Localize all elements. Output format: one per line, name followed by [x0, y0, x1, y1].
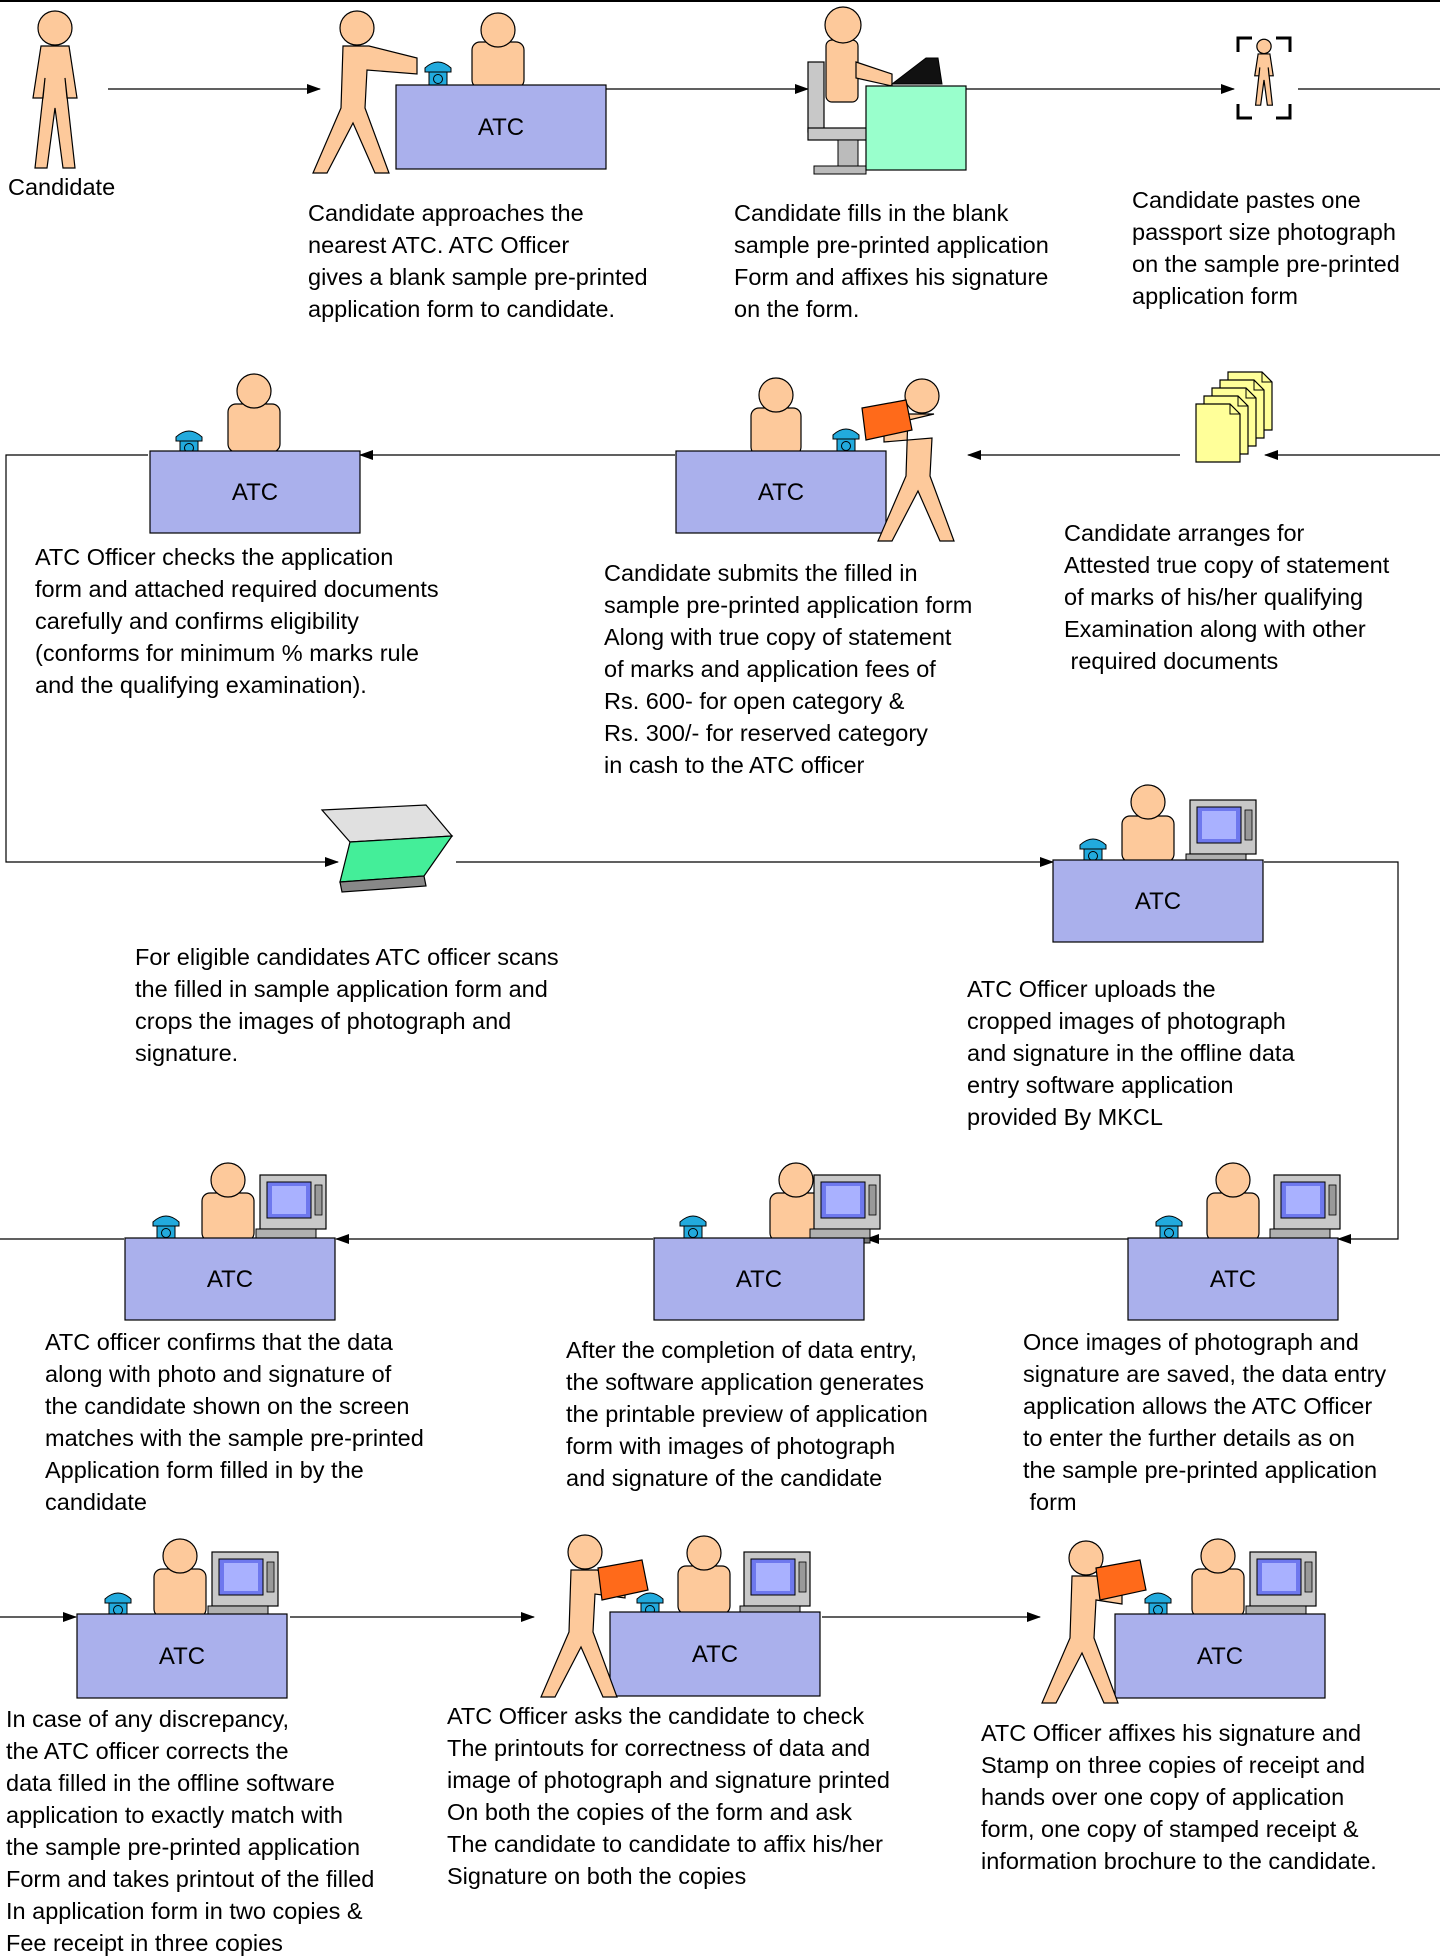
top-border — [0, 0, 1440, 2]
caption-handover: ATC Officer affixes his signature and St… — [981, 1720, 1377, 1874]
atc-desk-label: ATC — [232, 479, 278, 506]
caption-scan-form: For eligible candidates ATC officer scan… — [135, 944, 559, 1066]
caption-check-eligibility: ATC Officer checks the application form … — [35, 544, 439, 698]
caption-upload-images: ATC Officer uploads the cropped images o… — [967, 976, 1295, 1130]
connectors — [0, 84, 1440, 1622]
caption-candidate: Candidate — [8, 174, 116, 200]
atc-print-preview: ATC — [653, 1162, 881, 1321]
atc-desk-label: ATC — [736, 1266, 782, 1293]
atc-desk-label: ATC — [1210, 1266, 1256, 1293]
documents-stack-icon — [1195, 371, 1273, 463]
caption-paste-photo: Candidate pastes one passport size photo… — [1132, 187, 1400, 309]
atc-desk-label: ATC — [1135, 888, 1181, 915]
candidate-checks-printouts: ATC — [540, 1534, 821, 1698]
caption-correct-and-print: In case of any discrepancy, the ATC offi… — [6, 1706, 375, 1956]
caption-confirm-data: ATC officer confirms that the data along… — [45, 1329, 424, 1515]
caption-print-preview: After the completion of data entry, the … — [566, 1337, 928, 1491]
atc-desk-label: ATC — [1197, 1643, 1243, 1670]
atc-officer-confirms: ATC — [124, 1162, 336, 1321]
atc-officer-uploads: ATC — [1052, 784, 1264, 943]
passport-photo-icon — [1236, 36, 1292, 120]
atc-officer-receives-candidate: ATC — [312, 10, 607, 174]
atc-desk-label: ATC — [207, 1266, 253, 1293]
atc-officer-corrects: ATC — [76, 1538, 288, 1699]
atc-desk-label: ATC — [692, 1641, 738, 1668]
candidate-figure — [32, 10, 78, 169]
atc-desk-label: ATC — [159, 1643, 205, 1670]
caption-enter-details: Once images of photograph and signature … — [1023, 1329, 1387, 1515]
caption-fill-form: Candidate fills in the blank sample pre-… — [734, 200, 1049, 322]
icons: ATC ATC ATC ATC ATC ATC ATC ATC ATC ATC — [32, 6, 1341, 1704]
atc-officer-data-entry: ATC — [1127, 1162, 1341, 1321]
atc-officer-checks: ATC — [149, 373, 361, 534]
candidate-submits-form: ATC — [675, 377, 955, 542]
caption-arrange-documents: Candidate arranges for Attested true cop… — [1064, 520, 1390, 674]
atc-officer-hands-over: ATC — [1041, 1538, 1326, 1704]
caption-submit-form: Candidate submits the filled in sample p… — [604, 560, 973, 778]
atc-desk-label: ATC — [478, 114, 524, 141]
caption-approach-atc: Candidate approaches the nearest ATC. AT… — [308, 200, 648, 322]
candidate-filling-form — [807, 6, 967, 175]
scanner-icon — [320, 804, 454, 893]
caption-candidate-checks: ATC Officer asks the candidate to check … — [447, 1703, 890, 1889]
atc-desk-label: ATC — [758, 479, 804, 506]
